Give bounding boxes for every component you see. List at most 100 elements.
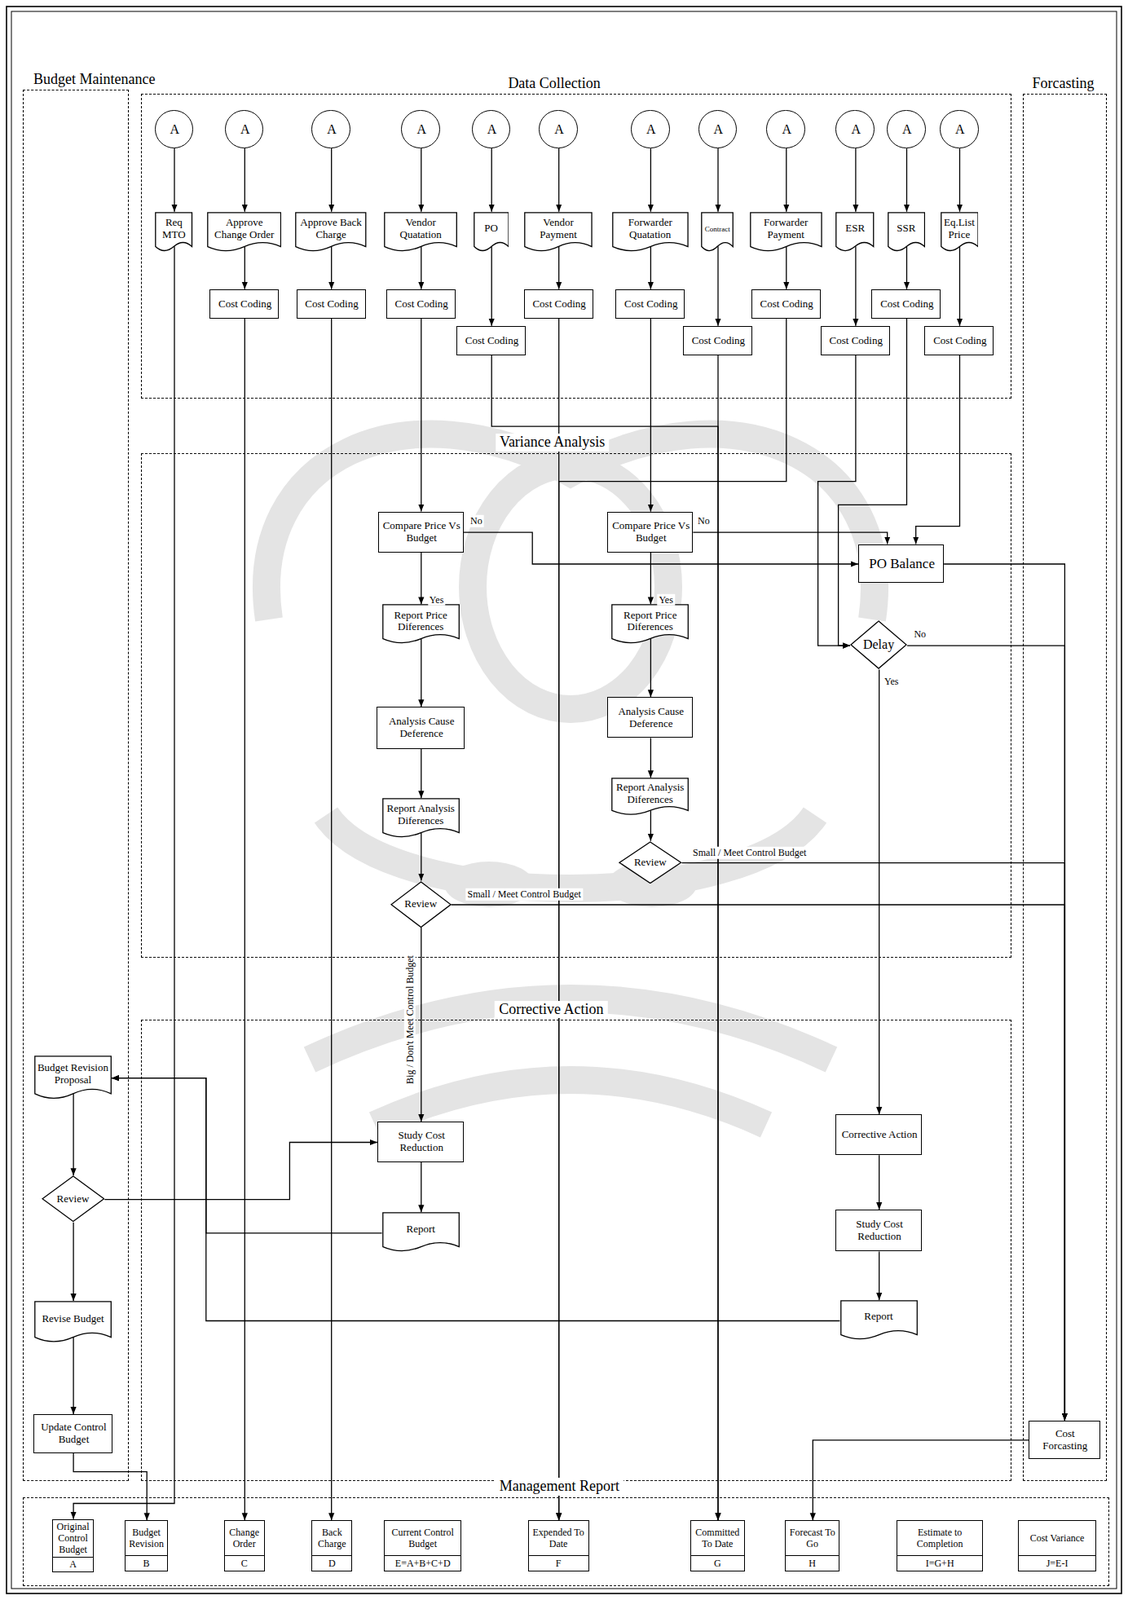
watermark-arc [309,998,832,1060]
node-label: Revise Budget [37,1313,109,1326]
text-area: Report [385,1214,457,1244]
text-area: Analysis Cause Deference [611,700,691,736]
report-box: Original Control BudgetA [52,1519,93,1574]
connector [420,148,422,212]
letter-cell: H [785,1555,840,1571]
node-label: Update Control Budget [37,1421,111,1446]
connector-circle: A [400,110,441,150]
connector [72,1337,74,1415]
process-box: Cost Coding [296,289,366,319]
node-label: Req MTO [158,216,190,242]
report-box: Change OrderC [224,1520,265,1572]
text-area: Committed To Date [693,1522,743,1556]
watermark-logo [266,434,875,1125]
text-area: Cost Coding [390,292,454,317]
text-area: A [408,116,436,144]
connector [559,318,787,1521]
node-label: Back Charge [314,1527,349,1551]
node-label: Cost Coding [928,334,992,348]
report-letter: D [312,1558,352,1569]
node-label: Report Price Diferences [614,609,686,635]
node-label: Cost Coding [460,334,524,348]
outline-shape [612,211,688,251]
document-shape: ESR [835,211,875,253]
text-area: A [893,116,921,144]
text-area: Cost Coding [460,329,524,353]
edge-label: Big / Don't Meet Control Budget [404,953,416,1086]
node-label: A [773,122,801,137]
connector-circle: A [886,110,926,150]
outline-shape [35,1301,112,1342]
node-label: Review [402,898,440,911]
connector [491,355,719,1521]
node-label: Study Cost Reduction [381,1129,462,1155]
document-shape: Report [840,1299,918,1341]
outline-shape [840,1300,917,1340]
report-box: Cost VarianceJ=E-I [1017,1520,1097,1572]
text-area: ESR [838,214,872,244]
outline-shape [524,211,592,251]
node-label: A [317,122,345,137]
process-box: Cost Coding [751,289,821,319]
edge-label: Small / Meet Control Budget [466,888,583,900]
connector [854,148,856,212]
text-area: Compare Price Vs Budget [611,515,691,551]
outline-shape [940,211,978,251]
watermark-arc [374,1079,767,1125]
text-area: Compare Price Vs Budget [382,515,462,551]
document-shape: Contract [700,211,734,253]
node-label: Compare Price Vs Budget [382,519,462,545]
text-area: Forecast To Go [788,1522,838,1556]
text-area: Review [630,849,670,876]
report-letter: H [785,1558,840,1569]
connector [111,1078,383,1234]
connector [717,355,719,1521]
node-label: Report Analysis Diferences [614,781,686,807]
text-area: Report Analysis Diferences [614,779,686,808]
node-label: Committed To Date [693,1527,743,1551]
text-area: Vendor Quatation [387,214,454,244]
report-letter: I=G+H [897,1558,983,1569]
node-label: Cost Coding [528,298,591,311]
report-box: Committed To DateG [690,1520,746,1572]
node-label: Cost Coding [390,298,454,311]
connector [878,1154,880,1210]
band-title: Budget Maintenance [29,70,159,89]
text-area: Cost Coding [824,329,888,353]
process-box: Cost Coding [615,289,685,319]
outline-shape [391,881,451,928]
text-area: A [705,116,732,144]
node-label: Report Analysis Diferences [385,802,457,828]
connector [906,148,908,212]
node-label: Expended To Date [531,1527,587,1551]
report-letter: F [528,1558,589,1569]
report-box: Back ChargeD [311,1520,353,1572]
edge-label: Yes [427,594,446,606]
node-label: Analysis Cause Deference [380,715,463,741]
connector-circle: A [630,110,670,150]
node-label: Estimate to Completion [899,1527,980,1551]
connector [906,246,908,290]
connector [420,638,422,707]
process-box: Study Cost Reduction [377,1121,464,1163]
text-area: Req MTO [158,214,190,244]
band-title: Management Report [495,1477,624,1496]
node-label: A [161,122,189,137]
node-label: Report [843,1310,915,1323]
document-shape: Report [382,1211,460,1253]
node-label: Cost Coding [755,298,819,311]
edge-label: Yes [656,594,675,606]
outline-shape [887,211,925,251]
connector [692,532,887,544]
outline-shape [295,211,366,251]
connector-circle: A [939,110,979,150]
outer-border [6,6,1122,1594]
text-area: Estimate to Completion [899,1522,980,1556]
connector [959,246,961,327]
text-area: Cost Variance [1021,1522,1093,1556]
connector [420,832,422,882]
text-area: Report Price Diferences [614,606,686,636]
connector [330,246,332,290]
report-letter: J=E-I [1018,1558,1096,1569]
